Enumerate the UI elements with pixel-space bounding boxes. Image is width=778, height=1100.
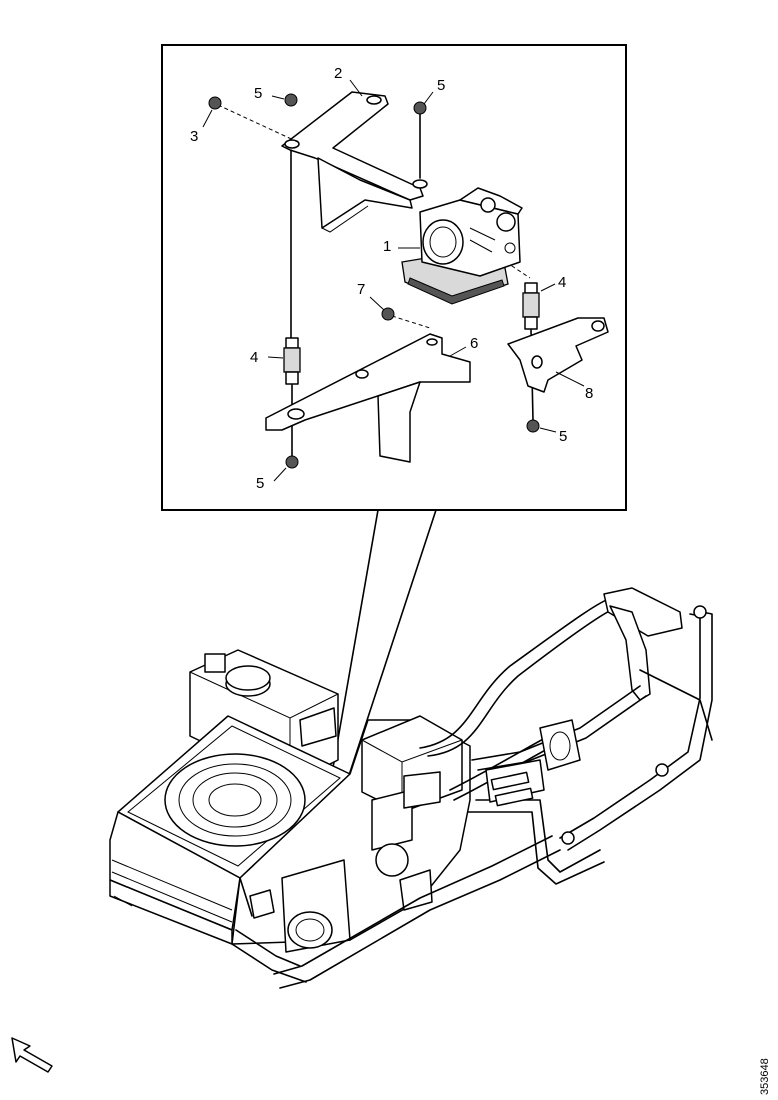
callout-4-right: 4	[558, 274, 566, 291]
fasteners	[208, 93, 540, 469]
radiator-housing	[109, 715, 351, 945]
chassis-body	[231, 707, 471, 953]
callout-5-top-left: 5	[254, 85, 262, 102]
detail-inset: 1 2 3 4 4 5 5 5 5 6 7 8	[161, 44, 627, 889]
callout-5-top-right: 5	[437, 77, 445, 94]
filter-assembly	[485, 605, 707, 845]
callout-7: 7	[357, 281, 365, 298]
callout-4-left: 4	[250, 349, 258, 366]
vehicle-chassis-view	[109, 587, 713, 989]
upper-bracket	[281, 91, 428, 233]
callout-leaders	[202, 79, 585, 482]
callout-2: 2	[334, 65, 342, 82]
hydraulic-hoses	[273, 587, 713, 989]
forward-arrow-icon	[11, 1037, 53, 1073]
anti-vibration-mount-right	[522, 282, 540, 330]
callout-8: 8	[585, 385, 593, 402]
callout-3: 3	[190, 128, 198, 145]
valve-assembly	[401, 187, 523, 305]
callout-6: 6	[470, 335, 478, 352]
lower-mounting-bar	[265, 333, 471, 463]
side-bracket	[507, 317, 609, 393]
anti-vibration-mount-left	[283, 337, 301, 385]
front-frame	[113, 877, 307, 983]
document-id: 353648	[759, 1058, 771, 1095]
callout-1: 1	[383, 238, 391, 255]
callout-5-bottom-left: 5	[256, 475, 264, 492]
callout-5-bottom-right: 5	[559, 428, 567, 445]
